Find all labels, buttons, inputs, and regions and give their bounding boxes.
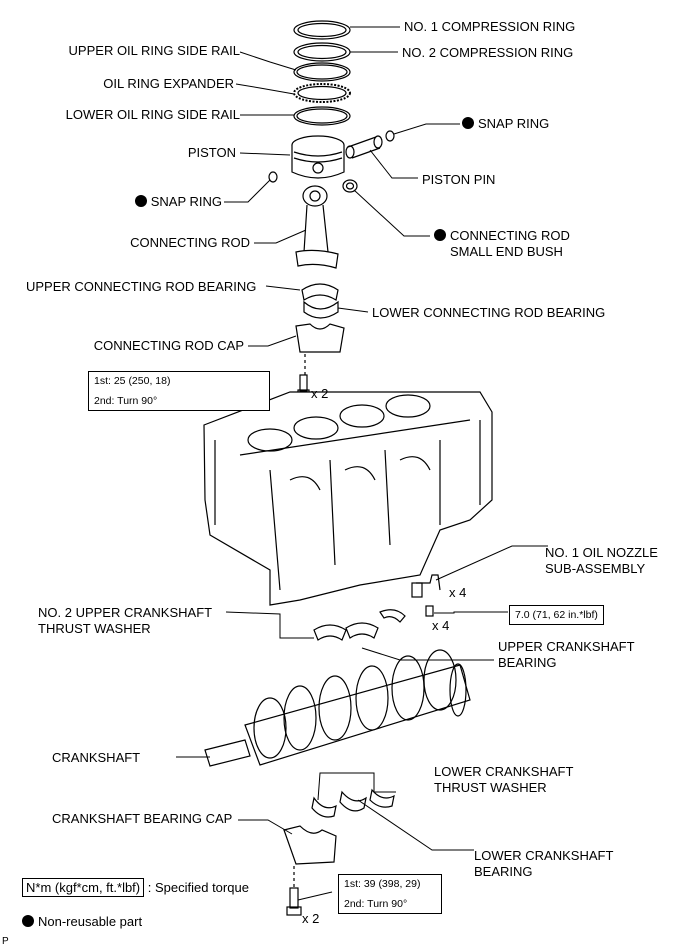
label-connecting-rod-cap: CONNECTING ROD CAP — [93, 338, 244, 353]
label-piston-pin: PISTON PIN — [422, 172, 496, 187]
oil-nozzle-shape — [411, 574, 441, 617]
corner-mark: P — [2, 936, 9, 947]
cap-bolt-torque-2: 2nd: Turn 90° — [344, 898, 408, 910]
lower-thrust-washer-left-shape — [311, 796, 337, 818]
snap-ring-left-shape — [268, 171, 278, 183]
no2-compression-ring — [293, 42, 351, 62]
non-reusable-dot-icon — [134, 195, 147, 207]
snap-ring-right-text: SNAP RING — [478, 116, 550, 131]
non-reusable-dot-icon — [462, 117, 474, 129]
non-reusable-dot-icon — [22, 915, 34, 927]
bush-line2: SMALL END BUSH — [450, 244, 563, 259]
upper-crank-bearing-line2: BEARING — [498, 655, 557, 670]
qty-cap-bolt: x 2 — [302, 911, 320, 926]
label-upper-oil-ring-side-rail: UPPER OIL RING SIDE RAIL — [68, 43, 240, 58]
lower-rod-bearing-shape — [303, 300, 339, 319]
connecting-rod-shape — [295, 185, 339, 269]
label-bearing-cap: CRANKSHAFT BEARING CAP — [52, 811, 233, 826]
nozzle-line2: SUB-ASSEMBLY — [545, 561, 646, 576]
label-crankshaft: CRANKSHAFT — [52, 750, 141, 765]
legend-torque: N*m (kgf*cm, ft.*lbf) : Specified torque — [22, 878, 249, 897]
legend-torque-desc: : Specified torque — [147, 880, 249, 895]
rod-bolt-torque-1: 1st: 25 (250, 18) — [94, 375, 171, 387]
label-lower-oil-ring-side-rail: LOWER OIL RING SIDE RAIL — [65, 107, 240, 122]
snap-ring-right-shape — [385, 130, 395, 142]
torque-box-rod-bolt: 1st: 25 (250, 18) 2nd: Turn 90° — [88, 371, 270, 411]
oil-ring-expander — [293, 83, 351, 103]
legend-torque-key: N*m (kgf*cm, ft.*lbf) — [22, 878, 145, 897]
upper-crank-bearing-line1: UPPER CRANKSHAFT — [498, 639, 635, 654]
lower-thrust-washer-right-shape — [369, 788, 395, 808]
legend-non-reusable: Non-reusable part — [22, 914, 142, 930]
upper-oil-ring-side-rail — [293, 62, 351, 82]
rod-bolt-torque-2: 2nd: Turn 90° — [94, 395, 158, 407]
label-snap-ring-right: SNAP RING — [462, 116, 549, 132]
label-no1-compression-ring: NO. 1 COMPRESSION RING — [404, 19, 576, 34]
label-piston: PISTON — [187, 145, 236, 160]
upper-thrust-line2: THRUST WASHER — [38, 621, 151, 636]
lower-crank-bearing-shape — [339, 790, 367, 812]
snap-ring-left-text: SNAP RING — [150, 194, 222, 209]
torque-box-cap-bolt: 1st: 39 (398, 29) 2nd: Turn 90° — [338, 874, 442, 914]
qty-nozzle: x 4 — [449, 585, 467, 600]
label-connecting-rod: CONNECTING ROD — [130, 235, 250, 250]
lower-thrust-line2: THRUST WASHER — [434, 780, 547, 795]
piston-shape — [291, 135, 345, 179]
label-lower-rod-bearing: LOWER CONNECTING ROD BEARING — [372, 305, 606, 320]
nozzle-line1: NO. 1 OIL NOZZLE — [545, 545, 658, 560]
lower-crank-bearing-line2: BEARING — [474, 864, 533, 879]
cylinder-block-shape — [203, 391, 493, 606]
label-no2-compression-ring: NO. 2 COMPRESSION RING — [402, 45, 574, 60]
legend-non-reusable-text: Non-reusable part — [38, 914, 143, 929]
piston-pin-shape — [345, 135, 383, 159]
crankshaft-bearing-cap-shape — [283, 825, 337, 865]
upper-thrust-line1: NO. 2 UPPER CRANKSHAFT — [38, 605, 213, 620]
bearing-cap-bolt-shape — [286, 887, 302, 916]
lower-thrust-line1: LOWER CRANKSHAFT — [434, 764, 574, 779]
upper-rod-bearing-shape — [301, 283, 339, 301]
upper-thrust-washer-shape — [313, 624, 347, 641]
rod-cap-shape — [295, 323, 345, 353]
qty-rod-bolt: x 2 — [311, 386, 329, 401]
bush-line1: CONNECTING ROD — [450, 228, 570, 243]
label-upper-rod-bearing: UPPER CONNECTING ROD BEARING — [26, 279, 257, 294]
label-snap-ring-left: SNAP RING — [134, 194, 222, 210]
crankshaft-shape — [204, 649, 471, 767]
lower-oil-ring-side-rail — [293, 106, 351, 126]
no1-compression-ring — [293, 20, 351, 40]
label-oil-ring-expander: OIL RING EXPANDER — [103, 76, 234, 91]
cap-bolt-torque-1: 1st: 39 (398, 29) — [344, 878, 421, 890]
qty-nozzle-bolt: x 4 — [432, 618, 450, 633]
small-end-bush-shape — [342, 179, 358, 193]
non-reusable-dot-icon — [434, 229, 446, 241]
torque-box-nozzle-bolt: 7.0 (71, 62 in.*lbf) — [509, 605, 604, 625]
lower-crank-bearing-line1: LOWER CRANKSHAFT — [474, 848, 614, 863]
upper-crank-bearing-shape — [345, 622, 379, 639]
